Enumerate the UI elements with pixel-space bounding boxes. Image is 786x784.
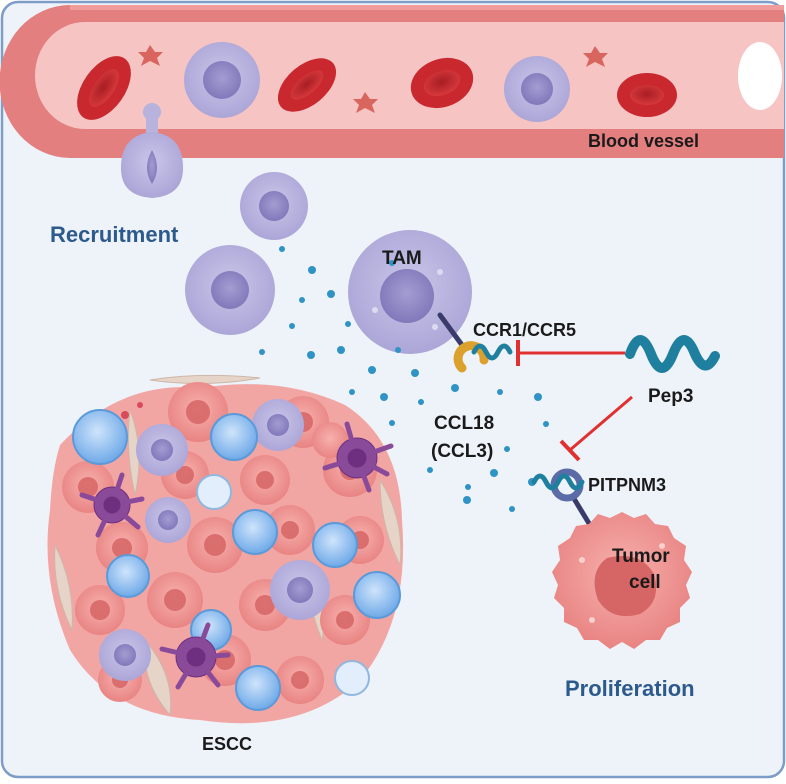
- pitpnm3-label: PITPNM3: [588, 475, 667, 495]
- ccl3-label: (CCL3): [431, 441, 494, 462]
- platelet: [138, 45, 163, 66]
- red-blood-cell: [77, 56, 131, 120]
- recruitment-label: Recruitment: [50, 222, 179, 247]
- pep3-label: Pep3: [648, 386, 694, 407]
- red-blood-cell: [277, 58, 337, 112]
- extravasating-monocyte: [120, 103, 184, 198]
- macrophage: [185, 245, 275, 335]
- pitpnm3-receptor: [531, 468, 593, 528]
- monocyte: [184, 42, 260, 118]
- inhibition-to-pitpnm3: [559, 395, 633, 462]
- proliferation-label: Proliferation: [565, 676, 695, 701]
- red-blood-cell: [617, 73, 677, 117]
- tam-label: TAM: [382, 248, 422, 269]
- platelet: [583, 46, 608, 67]
- ccl18-label: CCL18: [434, 413, 495, 434]
- macrophage: [240, 172, 308, 240]
- vessel-monocytes: [184, 42, 570, 122]
- inhibition-to-ccr: [516, 340, 625, 366]
- red-blood-cells: [77, 56, 677, 120]
- ccr-receptor: [437, 312, 513, 373]
- monocyte: [504, 56, 570, 122]
- red-blood-cell: [410, 57, 474, 109]
- pep3-peptide: [625, 335, 720, 373]
- escc-label: ESCC: [202, 734, 253, 754]
- platelet: [353, 92, 378, 113]
- platelets: [138, 45, 608, 113]
- blood-vessel-label: Blood vessel: [588, 131, 700, 151]
- ccr-label: CCR1/CCR5: [473, 320, 577, 340]
- free-macrophages: [185, 172, 308, 335]
- tumor-cell: [552, 512, 692, 649]
- vessel-opening: [738, 42, 782, 110]
- tumor-cell-label-line1: Tumor: [612, 546, 670, 567]
- tumor-cell-label-line2: cell: [629, 572, 661, 593]
- escc-tumor-mass: [47, 374, 404, 724]
- tam-cell: [348, 230, 472, 354]
